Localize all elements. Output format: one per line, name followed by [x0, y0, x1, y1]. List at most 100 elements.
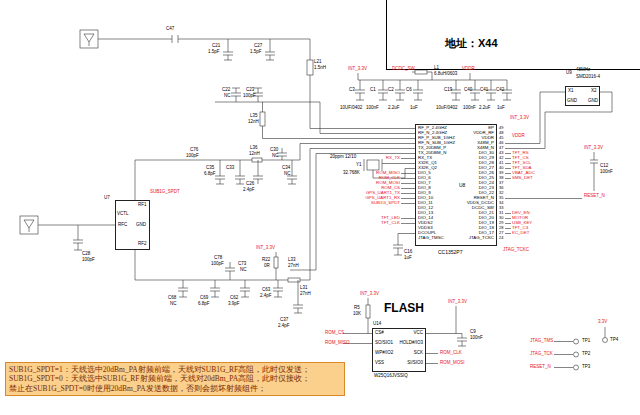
part-label: 2.2uF: [388, 106, 400, 111]
part-label: C69: [200, 296, 208, 301]
part-label: L21: [314, 60, 322, 65]
part-label: 33: [499, 206, 503, 210]
antenna-symbol: [20, 216, 38, 234]
part-label: VSS: [375, 361, 384, 366]
rf-wire: [307, 60, 313, 75]
part-label: 1.5nH: [314, 66, 326, 71]
part-label: 46: [499, 141, 503, 145]
net-label: VDDR: [462, 67, 475, 72]
part-label: C47: [166, 27, 174, 32]
part-label: 100pF: [82, 258, 95, 263]
flash-wire: [456, 306, 467, 346]
part-label: C68: [168, 296, 176, 301]
pin-wire: [505, 92, 612, 149]
test-point: [603, 338, 608, 343]
net-label: MOTOR: [512, 216, 528, 220]
net-label: VDDR: [512, 134, 525, 139]
part-label: HOLD#/IO3: [399, 341, 423, 346]
part-label: 100nF: [470, 336, 483, 341]
rf-wire: [223, 39, 233, 60]
net-label: ROM_MISO: [376, 171, 400, 175]
part-label: 6.8pF: [204, 172, 216, 177]
net-label: USB_KEY: [512, 221, 532, 225]
note-text: SUB1G_SPDT=1：天线选中20dBm_PA射频前端，天线对SUB1G_R…: [9, 365, 341, 374]
rf-wire: [240, 280, 250, 297]
part-label: L33: [288, 258, 296, 263]
part-label: DIO_10: [418, 196, 433, 200]
net-label: SUB1G_SPDT: [150, 190, 180, 195]
part-label: L31: [300, 286, 308, 291]
part-label: C76: [190, 148, 198, 153]
rf-wire: [293, 280, 303, 313]
part-label: GND: [567, 99, 577, 104]
part-label: VCTL: [117, 212, 129, 217]
net-label: ROM_MOSI: [376, 181, 400, 185]
part-label: RF_N_SUB_1GHZ: [418, 141, 455, 145]
net-label: INT_3.3V: [360, 292, 379, 297]
note-text: SUB1G_SPDT=0：天线选中SUB1G_RF射频前端，天线对20dBm_P…: [9, 374, 341, 383]
part-label: DIO_6: [418, 176, 431, 180]
rf-wire: [98, 39, 415, 129]
part-label: C33: [226, 166, 234, 171]
rf-wire: [172, 35, 178, 43]
part-label: DIO_21: [479, 211, 494, 215]
part-label: C27: [254, 44, 262, 49]
net-label: INT_3.3V: [584, 146, 603, 151]
rf-wire: [273, 280, 283, 297]
flash-wire: [366, 305, 370, 318]
part-label: X2: [591, 89, 597, 94]
part-label: C3: [349, 88, 355, 93]
part-label: 100nF: [463, 106, 476, 111]
part-label: 37: [499, 181, 503, 185]
net-label: TFT_SDA: [512, 166, 532, 170]
note-box: SUB1G_SPDT=1：天线选中20dBm_PA射频前端，天线对SUB1G_R…: [5, 362, 345, 396]
part-label: X32K_Q1: [418, 161, 437, 165]
test-point: [574, 365, 579, 370]
part-label: C62: [230, 296, 238, 301]
part-label: C63: [262, 288, 270, 293]
part-label: NC: [284, 172, 291, 177]
part-label: TX_20DBM_P: [418, 146, 446, 150]
net-label: DEV_EN: [512, 211, 530, 215]
part-label: DIO_23: [479, 186, 494, 190]
part-label: 100pF: [243, 94, 256, 99]
part-label: C41: [480, 88, 488, 93]
part-label: DIO_25: [479, 176, 494, 180]
part-label: 27nH: [288, 264, 299, 269]
part-label: 12nH: [248, 120, 259, 125]
part-label: C6: [406, 88, 412, 93]
part-label: RF1: [138, 203, 147, 208]
part-label: C40: [464, 88, 472, 93]
part-label: WP#/IO2: [375, 351, 393, 356]
rf-wire: [235, 160, 245, 184]
part-label: TP3: [582, 365, 590, 370]
part-label: NC: [170, 302, 177, 307]
part-label: 2.2uF: [479, 106, 491, 111]
rf-wire: [38, 35, 415, 313]
net-label: GPS_UART1_RX: [365, 196, 400, 200]
part-label: 31: [499, 211, 503, 215]
part-label: DIO_27: [479, 166, 494, 170]
rf-wire: [265, 39, 275, 60]
part-label: C19: [444, 88, 452, 93]
part-label: 10uF/0402: [436, 106, 458, 111]
part-label: C78: [214, 256, 222, 261]
part-label: 42: [499, 156, 503, 160]
part-label: RX_TX: [418, 156, 432, 160]
part-label: DCOUPL: [418, 231, 436, 235]
net-label: TFT_LED: [381, 216, 400, 220]
part-label: 6.8pF: [198, 302, 210, 307]
net-label: ROM_MOSI: [440, 361, 465, 366]
part-label: DIO_29: [479, 156, 494, 160]
part-label: C21: [212, 44, 220, 49]
part-label: DIO_13: [418, 211, 433, 215]
net-label: TFT_CLK: [381, 221, 400, 225]
net-label: ROM_CS: [325, 331, 344, 336]
part-label: 29: [499, 221, 503, 225]
note-text: 禁止在SUB1G_SPDT=0时使用20dBm_PA发送数据，否则会损坏射频组件…: [9, 384, 341, 393]
pin-wire: [505, 152, 598, 199]
node-text: U9: [566, 71, 572, 76]
crystal-symbol: [364, 159, 382, 171]
part-label: GND: [588, 99, 598, 104]
node-text: U14: [373, 322, 381, 327]
